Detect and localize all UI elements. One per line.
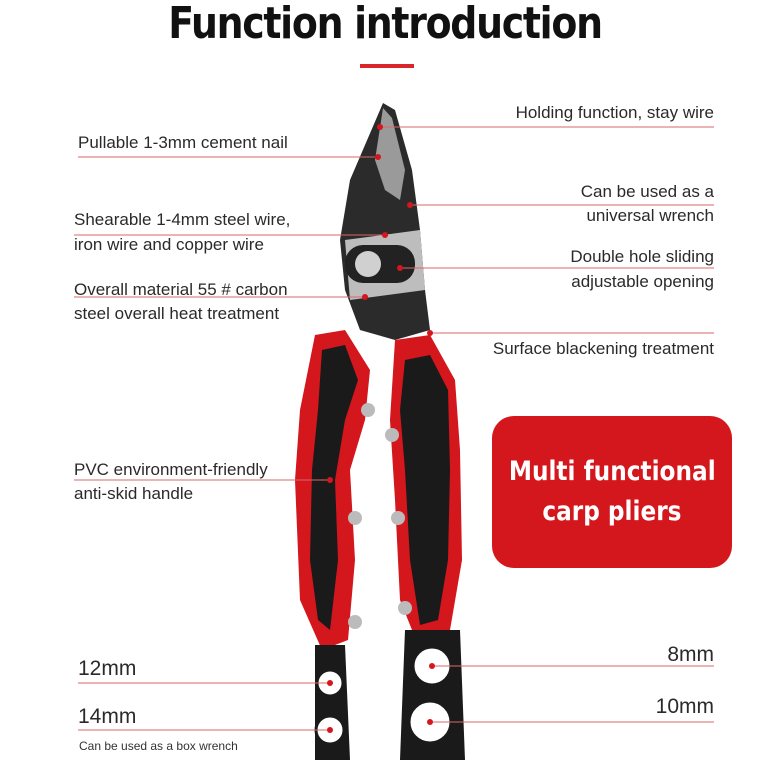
label-handle-1: PVC environment-friendly bbox=[74, 460, 268, 479]
label-hole-2: adjustable opening bbox=[571, 272, 714, 291]
label-wrench-2: universal wrench bbox=[586, 206, 714, 225]
promo-badge: Multi functional carp pliers bbox=[492, 416, 732, 568]
page-title: Function introduction bbox=[168, 0, 603, 49]
label-10mm: 10mm bbox=[655, 695, 714, 718]
label-12mm: 12mm bbox=[78, 657, 137, 680]
label-material-2: steel overall heat treatment bbox=[74, 304, 280, 323]
label-cement-nail: Pullable 1-3mm cement nail bbox=[78, 133, 288, 152]
label-material-1: Overall material 55 # carbon bbox=[74, 280, 288, 299]
label-14mm: 14mm bbox=[78, 705, 137, 728]
label-hole-1: Double hole sliding bbox=[570, 247, 714, 266]
title-underline bbox=[360, 64, 414, 68]
callout-lines bbox=[74, 126, 714, 731]
callout-dots bbox=[327, 124, 435, 733]
label-handle-2: anti-skid handle bbox=[74, 484, 194, 503]
label-surface: Surface blackening treatment bbox=[492, 339, 714, 358]
label-shearable-1: Shearable 1-4mm steel wire, bbox=[74, 210, 291, 229]
label-box-wrench: Can be used as a box wrench bbox=[79, 739, 238, 753]
promo-line-2: carp pliers bbox=[542, 496, 682, 527]
promo-line-1: Multi functional bbox=[508, 456, 716, 487]
label-8mm: 8mm bbox=[667, 643, 714, 666]
label-wrench-1: Can be used as a bbox=[580, 182, 714, 201]
label-shearable-2: iron wire and copper wire bbox=[74, 235, 264, 254]
label-holding: Holding function, stay wire bbox=[515, 103, 714, 122]
